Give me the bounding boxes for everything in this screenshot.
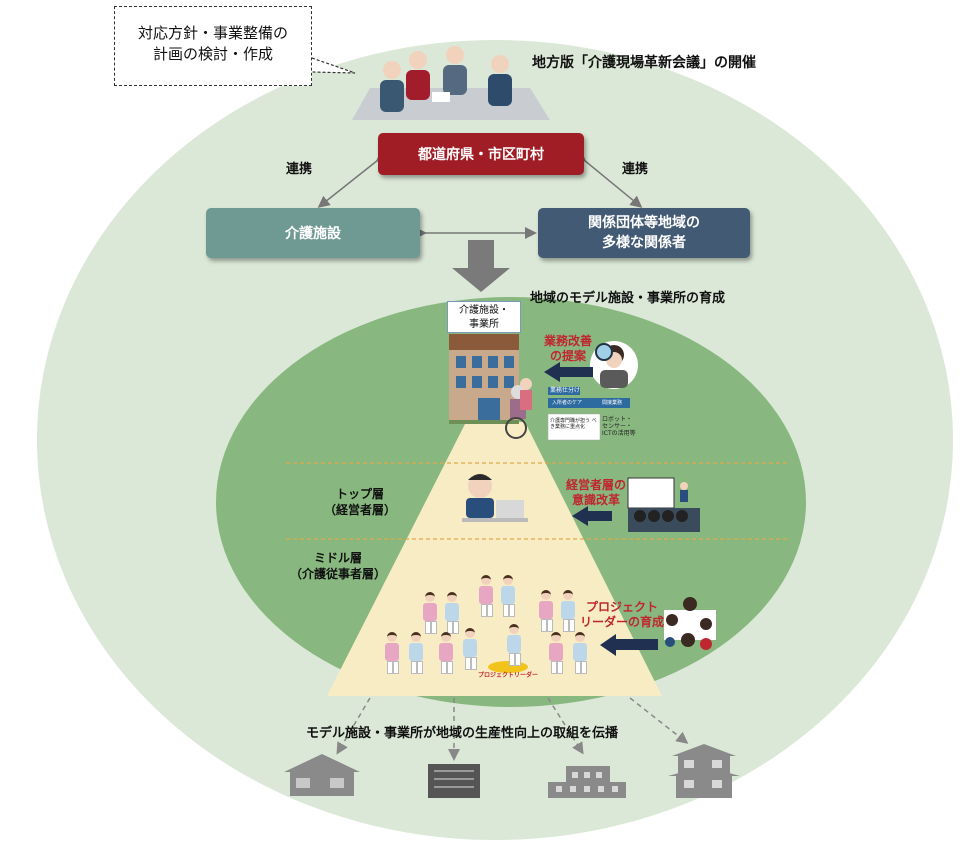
project-line2: リーダーの育成	[580, 615, 665, 629]
work-split-robot: ロボット・ センサー・ ICTの活用等	[602, 416, 636, 437]
robot-line3: ICTの活用等	[602, 430, 636, 437]
government-box: 都道府県・市区町村	[378, 133, 584, 175]
management-line2: 意識改革	[571, 493, 620, 507]
office-building-icon	[428, 764, 480, 798]
care-worker-figure	[444, 592, 460, 634]
stakeholders-line2: 多様な関係者	[602, 235, 686, 251]
meeting-illustration	[352, 46, 550, 120]
link-label-left: 連携	[286, 162, 313, 177]
care-worker-figure	[572, 632, 588, 674]
organization-triangle	[327, 422, 662, 696]
two-story-house-icon	[668, 744, 740, 798]
consultant-illustration	[590, 341, 638, 389]
arrow-left-icon	[572, 506, 612, 526]
spread-caption: モデル施設・事業所が地域の生産性向上の取組を伝播	[306, 726, 619, 741]
facility-sign-line1: 介護施設・	[459, 305, 509, 316]
project-leader-tag: プロジェクトリーダー	[478, 672, 539, 679]
stakeholders-line1: 関係団体等地域の	[588, 215, 700, 231]
care-worker-figure	[500, 575, 516, 617]
house-icon	[284, 754, 360, 796]
arrow-left-icon	[544, 362, 593, 382]
care-worker-figure	[538, 590, 554, 632]
care-worker-figure	[438, 632, 454, 674]
care-worker-figure	[462, 628, 478, 670]
management-reform-label: 経営者層の 意識改革	[558, 478, 634, 508]
work-split-title: 業務仕分け	[550, 387, 581, 394]
seminar-illustration	[627, 477, 700, 532]
robot-line1: ロボット・	[602, 416, 633, 423]
care-worker-figure	[408, 632, 424, 674]
care-worker-figure	[422, 592, 438, 634]
callout-line2: 計画の検討・作成	[152, 45, 273, 63]
care-worker-figure	[560, 590, 576, 632]
project-line1: プロジェクト	[585, 600, 658, 614]
work-split-indirect: 間接業務	[602, 400, 623, 406]
care-worker-figure	[548, 632, 564, 674]
model-facility-title: 地域のモデル施設・事業所の育成	[530, 291, 726, 306]
improvement-line1: 業務改善	[543, 334, 592, 348]
manager-illustration	[462, 474, 528, 522]
top-layer-label: トップ層 （経営者層）	[320, 486, 400, 518]
care-worker-figure	[506, 624, 522, 666]
stakeholders-box: 関係団体等地域の 多様な関係者	[538, 208, 750, 258]
plan-callout: 対応方針・事業整備の 計画の検討・作成	[114, 6, 312, 86]
facility-sign: 介護施設・ 事業所	[447, 301, 521, 333]
care-facility-label: 介護施設	[285, 226, 341, 242]
facility-sign-line2: 事業所	[469, 319, 499, 330]
arrow-left-icon	[600, 634, 658, 656]
top-layer-line1: トップ層	[335, 487, 384, 501]
top-layer-line2: （経営者層）	[323, 503, 396, 517]
improvement-label: 業務改善 の提案	[538, 334, 598, 364]
management-line1: 経営者層の	[565, 478, 626, 492]
callout-line1: 対応方針・事業整備の	[137, 24, 288, 42]
work-split-expert: 介護専門職が担う べき業務に重点化	[550, 418, 597, 430]
middle-layer-line2: （介護従事者層）	[289, 567, 386, 581]
care-worker-figure	[478, 575, 494, 617]
link-label-right: 連携	[622, 162, 649, 177]
meeting-title: 地方版「介護現場革新会議」の開催	[532, 55, 756, 71]
care-worker-figure	[384, 632, 400, 674]
government-label: 都道府県・市区町村	[418, 147, 544, 163]
care-facility-box: 介護施設	[206, 208, 420, 258]
down-arrow-icon	[452, 240, 510, 292]
work-split-chart	[547, 387, 630, 441]
leader-training-illustration	[664, 597, 716, 650]
facility-building	[449, 334, 532, 439]
work-split-care: 入所者のケア	[552, 400, 583, 406]
project-leader-training-label: プロジェクト リーダーの育成	[580, 600, 664, 630]
middle-layer-line1: ミドル層	[313, 551, 362, 565]
apartment-icon	[548, 766, 626, 798]
robot-line2: センサー・	[602, 423, 633, 430]
middle-layer-label: ミドル層 （介護従事者層）	[278, 550, 398, 582]
improvement-line2: の提案	[549, 349, 586, 363]
